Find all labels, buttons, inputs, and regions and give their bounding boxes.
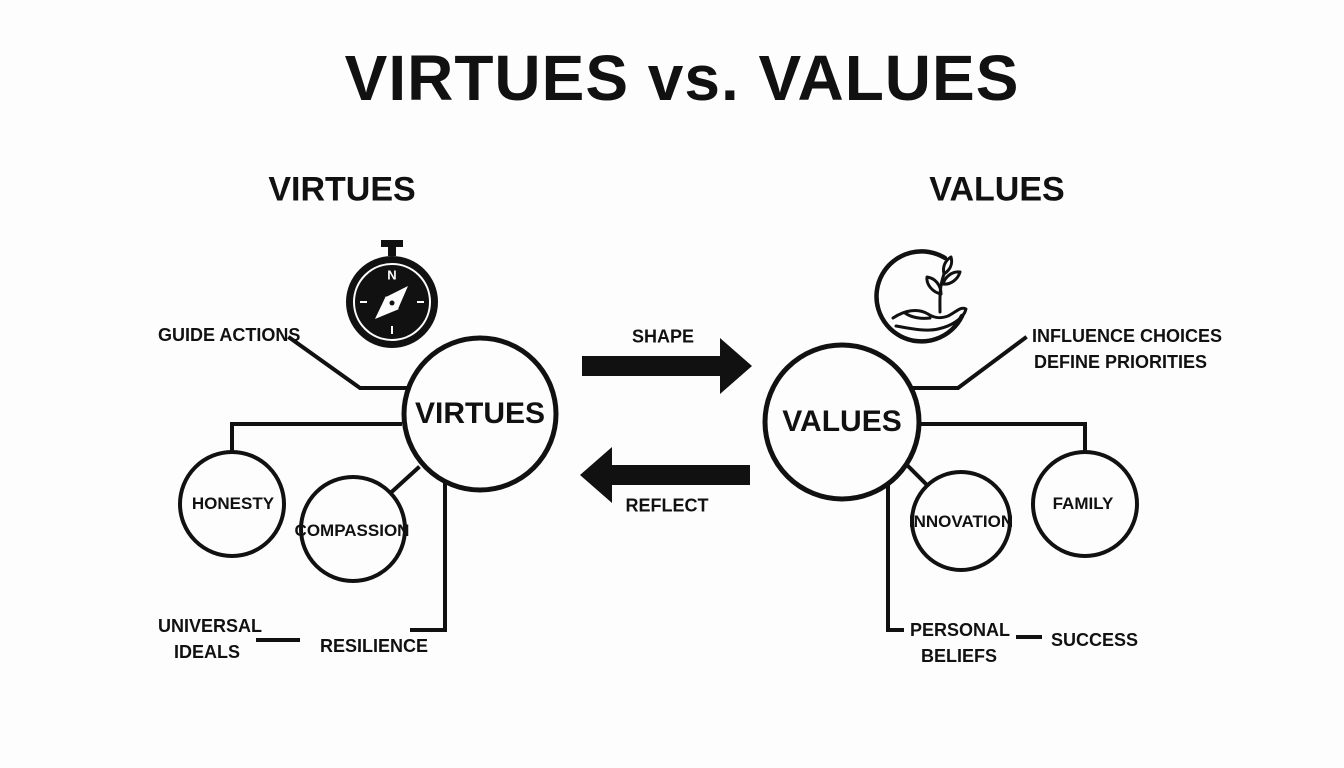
connector-family — [916, 422, 1087, 454]
success-note: SUCCESS — [1051, 630, 1139, 650]
virtues-center-label: VIRTUES — [414, 396, 546, 430]
compassion-label: COMPASSION — [294, 521, 410, 541]
connector-resilience — [410, 478, 447, 632]
influence-note-line1: INFLUENCE CHOICES — [1032, 326, 1223, 346]
influence-note-line2: DEFINE PRIORITIES — [1034, 352, 1208, 372]
compass-icon — [346, 240, 438, 348]
personal-note-line2: BELIEFS — [921, 646, 998, 666]
reflect-arrow — [580, 447, 750, 503]
guide-actions-note: GUIDE ACTIONS — [158, 325, 301, 345]
virtues-center-circle — [401, 335, 559, 493]
universal-note-line1: UNIVERSAL — [158, 616, 263, 636]
shape-arrow — [582, 338, 752, 394]
values-center-circle — [762, 342, 922, 502]
connector-honesty — [230, 422, 402, 456]
innovation-label: INNOVATION — [908, 512, 1014, 532]
innovation-circle — [910, 470, 1012, 572]
family-circle — [1031, 450, 1139, 558]
connector-guide-actions — [287, 335, 407, 390]
virtues-heading: VIRTUES — [268, 170, 416, 209]
compass-north-letter: N — [387, 267, 397, 283]
honesty-label: HONESTY — [191, 494, 275, 514]
shape-label: SHAPE — [631, 326, 695, 347]
personal-note-line1: PERSONAL — [910, 620, 1011, 640]
hand-with-sprout-icon — [874, 249, 968, 344]
reflect-label: REFLECT — [625, 495, 709, 516]
compassion-circle — [299, 475, 407, 583]
honesty-circle — [178, 450, 286, 558]
connector-influence — [910, 335, 1028, 390]
page-title: VIRTUES vs. VALUES — [344, 42, 1020, 115]
values-center-label: VALUES — [782, 404, 902, 438]
universal-note-line2: IDEALS — [174, 642, 241, 662]
resilience-note: RESILIENCE — [320, 636, 429, 656]
family-label: FAMILY — [1052, 494, 1114, 514]
values-heading: VALUES — [929, 170, 1065, 209]
connector-personal — [886, 474, 904, 632]
